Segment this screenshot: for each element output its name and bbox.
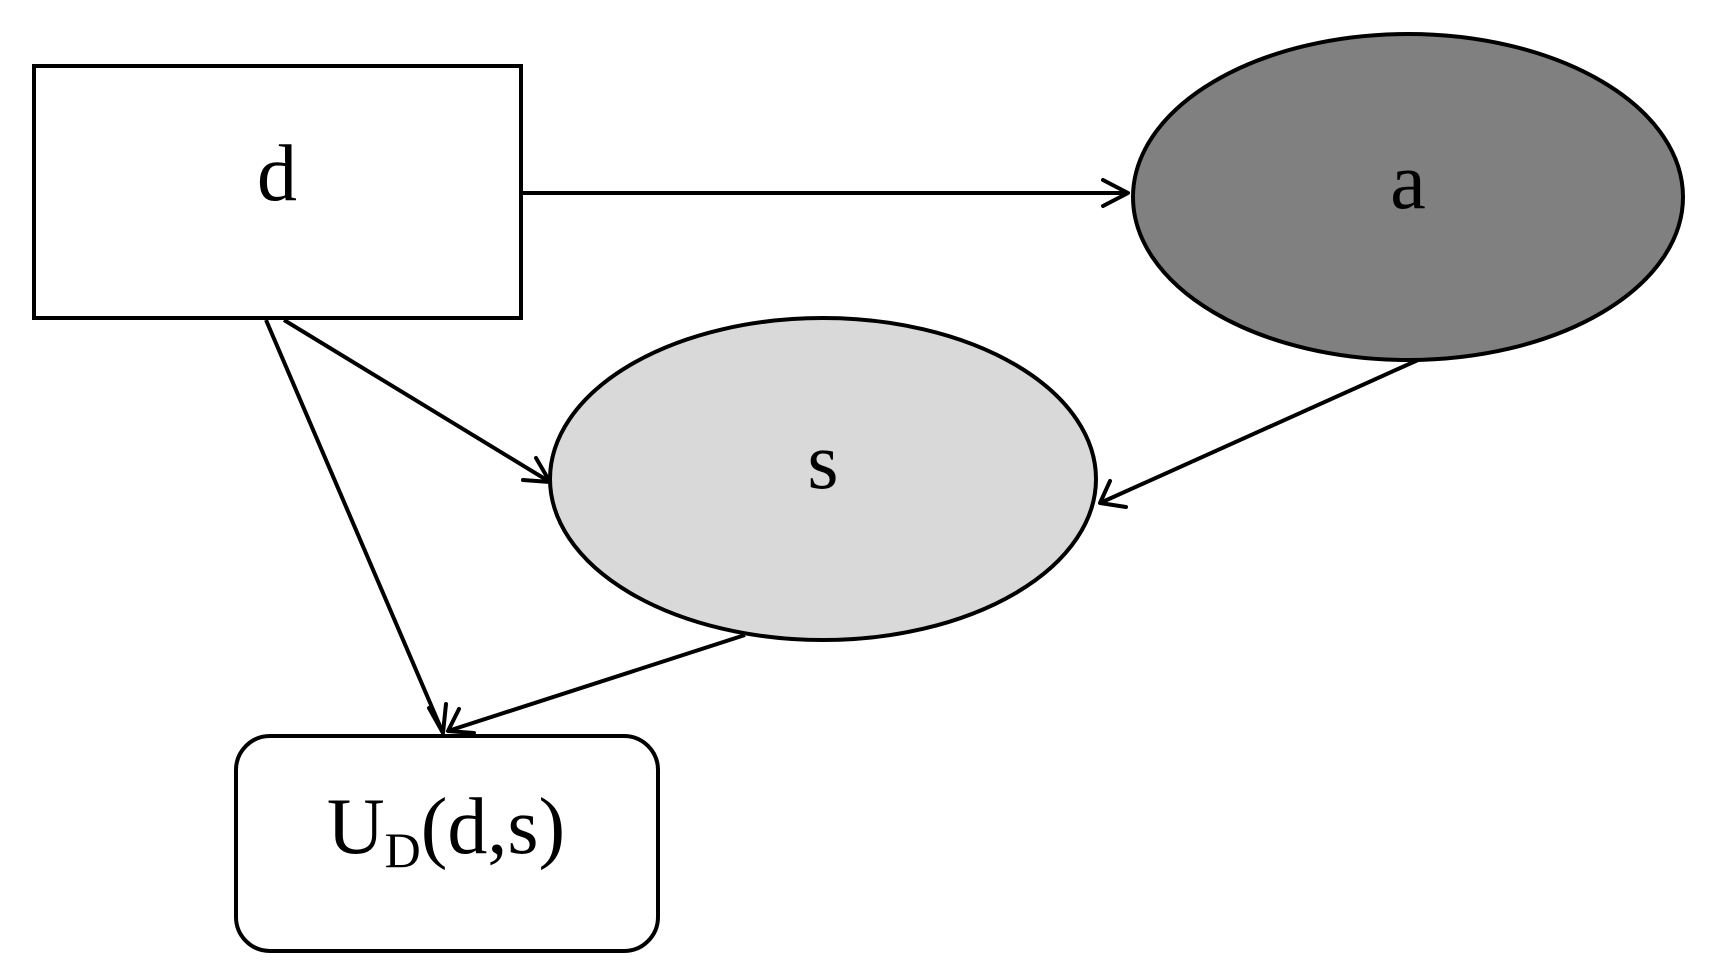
- edge-a-to-s: [1098, 358, 1419, 509]
- node-a-shape: [1131, 32, 1685, 362]
- node-utility-label: UD(d,s): [327, 783, 565, 878]
- node-d: d: [32, 64, 523, 320]
- node-a-label: a: [1390, 138, 1426, 226]
- edge-d-to-u: [264, 319, 448, 735]
- node-s-label: s: [807, 418, 838, 506]
- node-a: a: [1131, 32, 1685, 362]
- utility-label-subscript: D: [385, 822, 421, 878]
- node-utility: UD(d,s): [234, 734, 660, 953]
- node-d-shape: [32, 64, 523, 320]
- node-s-shape: [548, 316, 1098, 642]
- node-utility-shape: [234, 734, 660, 953]
- utility-label-main: U: [327, 783, 385, 871]
- edge-s-to-u: [446, 633, 746, 735]
- edge-d-to-a: [521, 178, 1130, 208]
- node-d-label: d: [257, 130, 297, 218]
- node-s: s: [548, 316, 1098, 642]
- utility-label-args: (d,s): [421, 783, 565, 871]
